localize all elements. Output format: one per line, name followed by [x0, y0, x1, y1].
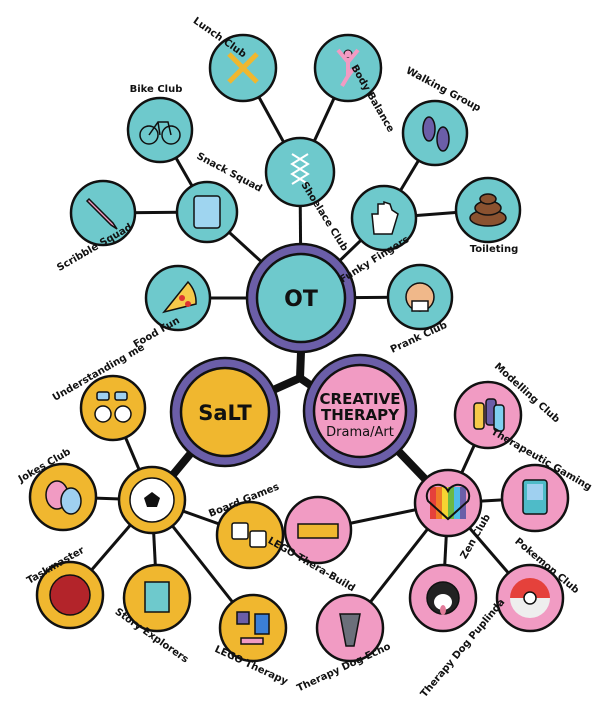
club-node-story[interactable]: Story Explorers — [113, 563, 192, 665]
club-node-foodfun[interactable]: Food Fun — [132, 264, 212, 350]
club-node-lunch[interactable]: Lunch Club — [191, 16, 278, 103]
pizza-icon — [162, 280, 197, 314]
pencil-icon — [85, 197, 118, 230]
snack-bag-icon — [193, 195, 221, 229]
club-node-legotherapy[interactable]: LEGO Therapy — [213, 593, 290, 688]
creative-subtitle: Drama/Art — [326, 425, 394, 440]
club-node-snack[interactable]: Snack Squad — [175, 151, 264, 244]
clay-icon — [473, 398, 505, 432]
club-node-gaming[interactable]: Therapeutic Gaming — [489, 427, 593, 533]
lego-pieces-icon — [236, 611, 270, 645]
talking-heads-icon — [94, 391, 132, 423]
creative-title: CREATIVE — [320, 390, 401, 408]
salt-title: SaLT — [198, 401, 252, 425]
theatre-masks-icon — [45, 480, 82, 515]
connector-ot-junction — [296, 351, 305, 379]
club-node-modelling[interactable]: Modelling Club — [453, 361, 562, 450]
footprints-icon — [422, 116, 450, 152]
ot-hub: OT — [245, 242, 357, 354]
club-node-puplinda[interactable]: Therapy Dog Puplinda — [408, 563, 507, 700]
shoelace-icon — [290, 153, 310, 185]
main-hubs: OT SaLT CREATIVE THERAPY Drama/Art — [169, 242, 418, 469]
creative-therapy-hub: CREATIVE THERAPY Drama/Art — [302, 353, 418, 469]
wax-seal-icon — [49, 574, 91, 616]
club-node-shoelace[interactable]: Shoelace Club — [264, 136, 350, 253]
salt-hub: SaLT — [169, 356, 281, 468]
club-node-jokes[interactable]: Jokes Club — [16, 447, 98, 532]
club-node-toileting[interactable]: Toileting — [454, 176, 522, 255]
club-circle[interactable] — [264, 136, 336, 208]
club-node-prank[interactable]: Prank Club — [386, 263, 454, 356]
creative-title-2: THERAPY — [321, 406, 400, 424]
club-node-pokemon[interactable]: Pokemon Club — [495, 536, 581, 633]
knife-fork-icon — [227, 52, 259, 84]
club-circle[interactable] — [79, 374, 147, 442]
pokeball-icon — [510, 578, 550, 618]
dice-icon — [231, 522, 267, 548]
club-node-understanding[interactable]: Understanding me — [51, 342, 147, 442]
rainbow-heart-icon — [425, 483, 471, 521]
club-circle[interactable] — [126, 96, 194, 164]
club-label: Bike Club — [130, 84, 183, 95]
lego-brick-icon — [297, 523, 339, 539]
book-icon — [144, 581, 170, 613]
handheld-console-icon — [522, 479, 548, 515]
club-node-bike[interactable]: Bike Club — [126, 84, 194, 164]
club-label: Toileting — [470, 244, 519, 255]
football-icon — [129, 477, 175, 523]
club-node-body[interactable]: Body Balance — [313, 33, 396, 135]
bicycle-icon — [139, 121, 181, 145]
club-node-board[interactable]: Board Games — [207, 482, 285, 570]
club-node-walking[interactable]: Walking Group — [401, 65, 482, 167]
dog-puplinda-icon — [426, 581, 460, 615]
ot-title: OT — [284, 287, 318, 312]
poo-icon — [469, 193, 507, 227]
sneeze-face-icon — [405, 282, 435, 312]
club-node-scribble[interactable]: Scribble Squad — [55, 179, 137, 274]
hand-icon — [371, 200, 399, 235]
club-node-legobuild[interactable]: LEGO Thera-Build — [266, 495, 357, 594]
club-node-taskmaster[interactable]: Taskmaster — [25, 545, 105, 630]
club-node-echo[interactable]: Therapy Dog Echo — [295, 593, 393, 694]
yoga-pose-icon — [336, 48, 360, 88]
club-node-zen[interactable]: Zen Club — [413, 468, 493, 561]
dog-echo-icon — [339, 613, 361, 647]
